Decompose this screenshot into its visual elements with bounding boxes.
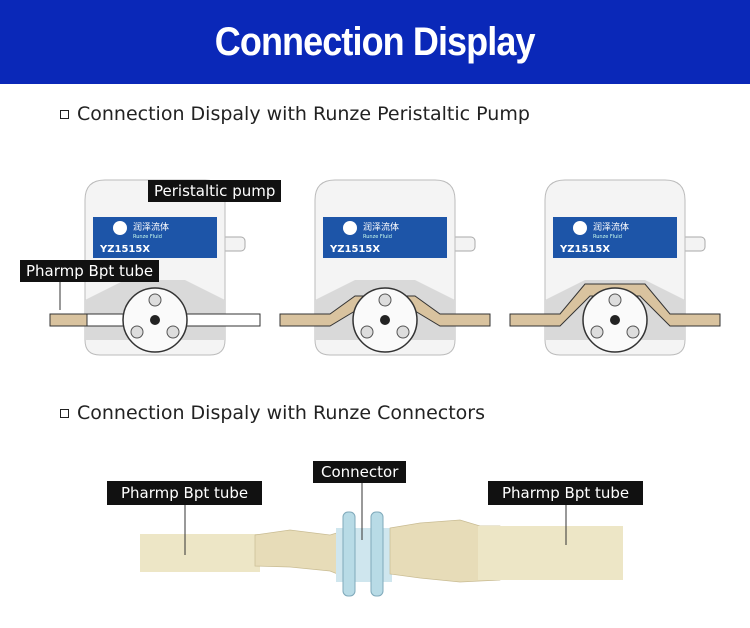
model-number: YZ1515X <box>559 244 610 255</box>
runze-logo-icon <box>343 221 357 235</box>
brand-en: Runze Fluid <box>133 234 162 240</box>
runze-logo-icon <box>113 221 127 235</box>
right-tube <box>478 526 623 580</box>
left-barb <box>254 529 341 576</box>
brand-cn: 润泽流体 <box>133 221 169 233</box>
left-tube <box>140 534 260 572</box>
roller-icon <box>148 293 162 307</box>
connector-assembly <box>140 483 623 597</box>
brand-en: Runze Fluid <box>363 234 392 240</box>
roller-icon <box>590 325 604 339</box>
rotor-shaft-icon <box>380 315 390 325</box>
roller-icon <box>360 325 374 339</box>
connector-flange <box>370 511 384 597</box>
roller-icon <box>130 325 144 339</box>
section-title: Connection Dispaly with Runze Peristalti… <box>77 103 530 125</box>
connector-flange <box>342 511 356 597</box>
brand-cn: 润泽流体 <box>593 221 629 233</box>
rotor-shaft-icon <box>610 315 620 325</box>
tube-segment <box>49 313 88 327</box>
label-peristaltic-pump: Peristaltic pump <box>148 180 282 202</box>
runze-logo-icon <box>573 221 587 235</box>
page-title: Connection Display <box>215 19 536 64</box>
label-left-tube: Pharmp Bpt tube <box>107 481 263 505</box>
bullet-icon <box>60 408 69 418</box>
bullet-icon <box>60 109 69 119</box>
model-number: YZ1515X <box>329 244 380 255</box>
label-connector: Connector <box>313 461 407 483</box>
brand-cn: 润泽流体 <box>363 221 399 233</box>
section-title: Connection Dispaly with Runze Connectors <box>77 402 485 424</box>
roller-icon <box>626 325 640 339</box>
brand-en: Runze Fluid <box>593 234 622 240</box>
section-connector-heading: Connection Dispaly with Runze Connectors <box>60 402 485 424</box>
pump-tube <box>509 283 721 327</box>
roller-icon <box>378 293 392 307</box>
roller-icon <box>608 293 622 307</box>
label-right-tube: Pharmp Bpt tube <box>488 481 644 505</box>
label-tube: Pharmp Bpt tube <box>20 260 160 282</box>
pump-tube <box>279 295 491 327</box>
rotor-shaft-icon <box>150 315 160 325</box>
roller-icon <box>166 325 180 339</box>
model-number: YZ1515X <box>99 244 150 255</box>
roller-icon <box>396 325 410 339</box>
section-pump-heading: Connection Dispaly with Runze Peristalti… <box>60 103 530 125</box>
title-banner: Connection Display <box>0 0 750 84</box>
